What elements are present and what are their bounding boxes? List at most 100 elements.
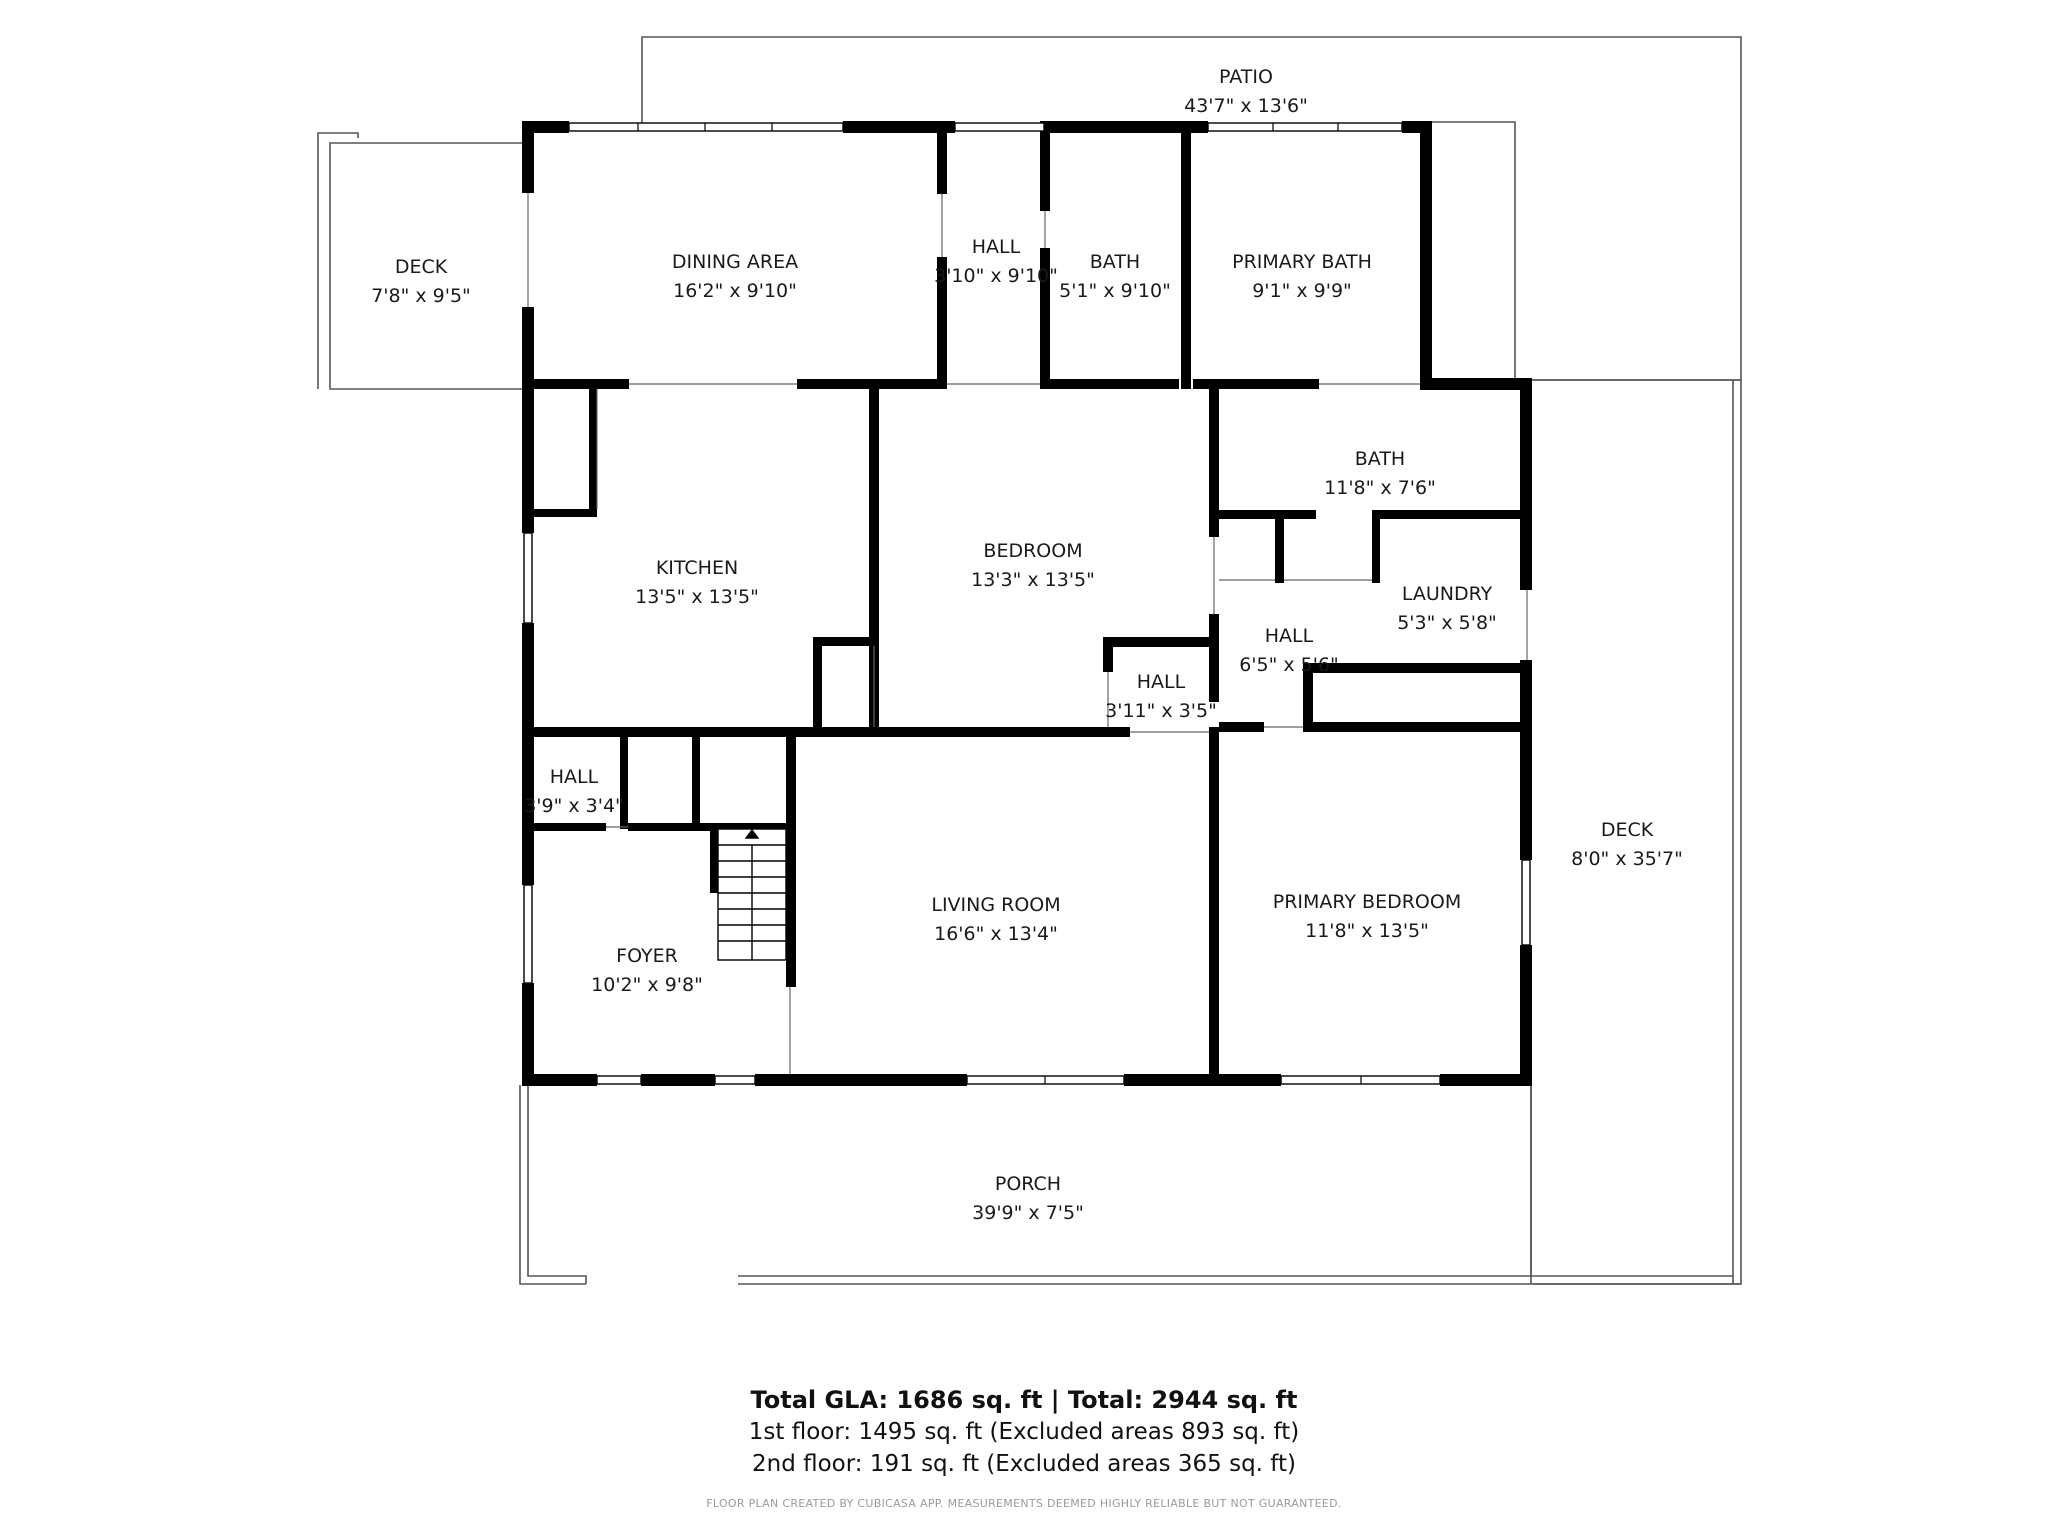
room-name-hall-left: HALL [550,766,599,788]
room-name-porch: PORCH [995,1173,1061,1195]
walls [522,121,1532,1086]
wall [1209,614,1219,702]
window [523,884,533,984]
wall [620,727,628,829]
wall [786,730,796,987]
room-dim-primary-bath: 9'1" x 9'9" [1252,280,1352,302]
wall [1193,379,1319,389]
room-name-hall-small: HALL [1137,671,1186,693]
wall [1181,121,1191,389]
wall [1103,637,1219,647]
room-dim-foyer: 10'2" x 9'8" [591,974,703,996]
disclaimer: FLOOR PLAN CREATED BY CUBICASA APP. MEAS… [706,1497,1342,1510]
room-name-living: LIVING ROOM [931,894,1060,916]
wall [1303,663,1313,731]
room-name-hall-mid-right: HALL [1265,625,1314,647]
wall [1209,379,1219,537]
wall [1103,637,1113,672]
porch-inner [527,1085,587,1284]
wall [813,637,879,646]
window [1521,859,1531,946]
room-name-hall-top: HALL [972,236,1021,258]
wall [692,727,700,823]
room-name-patio: PATIO [1219,66,1273,88]
wall [1520,945,1532,1086]
room-dim-porch: 39'9" x 7'5" [972,1202,1084,1224]
exterior-outlines [317,36,1742,1285]
wall [1372,510,1380,583]
wall [710,823,718,893]
stair-arrowhead [744,828,760,839]
room-name-bath-right: BATH [1355,448,1405,470]
patio-outline [641,36,1742,381]
wall [522,379,629,389]
room-name-laundry: LAUNDRY [1402,583,1493,605]
wall [534,509,597,517]
window [714,1075,756,1085]
room-dim-living: 16'6" x 13'4" [934,923,1058,945]
wall [1440,1074,1532,1086]
window [568,122,844,132]
window [596,1075,642,1085]
window [1207,122,1403,132]
room-dim-patio: 43'7" x 13'6" [1184,95,1308,117]
room-dim-dining: 16'2" x 9'10" [673,280,797,302]
window [954,122,1045,132]
room-dim-primary-bedroom: 11'8" x 13'5" [1305,920,1429,942]
room-name-kitchen: KITCHEN [656,557,738,579]
wall [1420,121,1432,388]
wall [1372,510,1532,519]
room-name-dining: DINING AREA [672,251,798,273]
wall [522,1074,597,1086]
second-floor-area: 2nd floor: 191 sq. ft (Excluded areas 36… [752,1451,1296,1477]
porch-outline [519,1085,586,1285]
wall [522,121,534,193]
wall [522,623,534,885]
room-dim-kitchen: 13'5" x 13'5" [635,586,759,608]
room-name-bedroom: BEDROOM [983,540,1082,562]
deck-left-outline [329,142,525,390]
room-name-bath-top: BATH [1090,251,1140,273]
wall [755,1074,967,1086]
room-dim-bedroom: 13'3" x 13'5" [971,569,1095,591]
room-dim-bath-top: 5'1" x 9'10" [1059,280,1171,302]
wall [1209,510,1316,519]
room-name-primary-bedroom: PRIMARY BEDROOM [1273,891,1461,913]
wall [589,389,597,517]
wall [1275,510,1284,583]
wall [534,823,606,831]
openings [527,193,1528,1074]
room-name-deck-right: DECK [1601,819,1654,841]
wall [937,257,947,389]
room-dim-hall-small: 3'11" x 3'5" [1105,700,1217,722]
room-dim-deck-right: 8'0" x 35'7" [1571,848,1683,870]
room-labels: PATIO 43'7" x 13'6" DECK 7'8" x 9'5" DIN… [371,66,1683,1224]
wall [1420,378,1532,390]
window [523,532,533,624]
wall [1040,379,1179,389]
wall [1219,722,1264,732]
room-dim-laundry: 5'3" x 5'8" [1397,612,1497,634]
wall [843,121,955,133]
wall [813,637,822,737]
wall [1209,727,1219,1086]
wall [1520,378,1532,590]
wall [1303,722,1532,732]
wall [869,379,879,730]
room-dim-hall-mid-right: 6'5" x 5'6" [1239,654,1339,676]
wall [522,983,534,1086]
room-dim-hall-top: 3'10" x 9'10" [934,265,1058,287]
wall [937,121,947,194]
window-mullions [637,123,1362,1084]
wall [1040,121,1050,211]
room-name-primary-bath: PRIMARY BATH [1232,251,1372,273]
room-dim-bath-right: 11'8" x 7'6" [1324,477,1436,499]
room-dim-hall-left: 3'9" x 3'4" [524,795,624,817]
wall [1520,660,1532,860]
room-dim-deck-left: 7'8" x 9'5" [371,285,471,307]
wall [641,1074,715,1086]
first-floor-area: 1st floor: 1495 sq. ft (Excluded areas 8… [748,1419,1300,1445]
wall [1040,248,1050,389]
wall [1124,1074,1281,1086]
